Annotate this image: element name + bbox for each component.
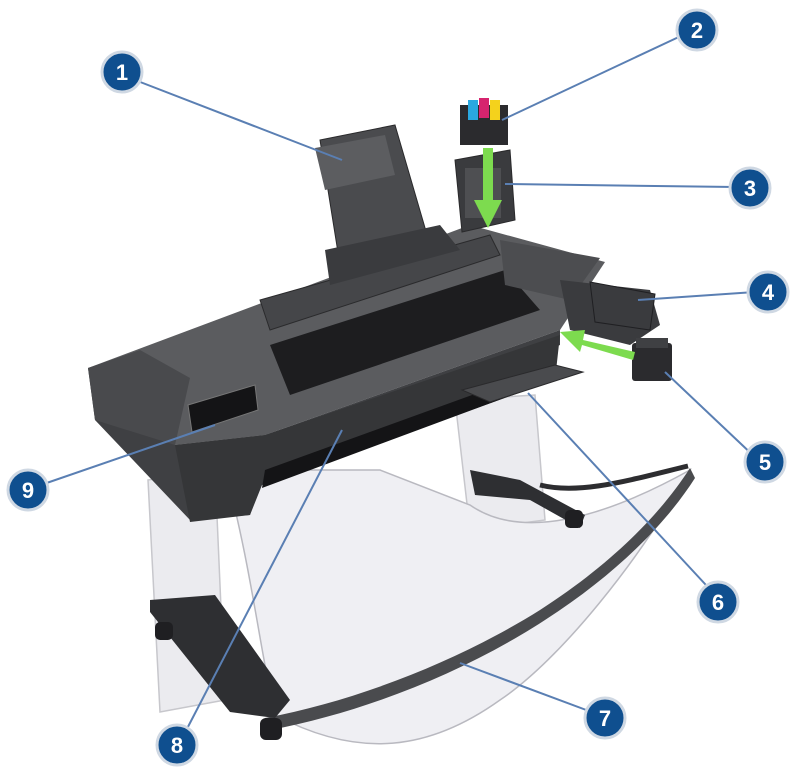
callout-2: 2 [675, 8, 719, 52]
callout-7-label: 7 [599, 706, 611, 731]
callout-4-label: 4 [762, 280, 775, 305]
leader-line-9 [34, 424, 216, 488]
callout-7: 7 [583, 696, 627, 740]
output-tray [460, 364, 585, 403]
ink-cartridge-cyan [468, 100, 478, 120]
callout-3-label: 3 [744, 176, 756, 201]
ink-cartridge-group [460, 98, 508, 145]
insertion-arrows [474, 148, 635, 360]
callout-4: 4 [746, 270, 790, 314]
leader-line-1 [134, 79, 343, 161]
output-tray-shelf [460, 364, 585, 403]
open-lid-area [270, 270, 540, 395]
printhead-top [636, 338, 668, 348]
input-tray-extension [315, 135, 395, 190]
leader-line-4 [637, 291, 756, 301]
callout-1: 1 [100, 50, 144, 94]
leader-line-2 [501, 34, 684, 121]
ink-insert-arrow [474, 148, 502, 228]
left-foot-wheel [260, 718, 282, 740]
leader-line-5 [664, 371, 759, 461]
basket-fabric [224, 468, 692, 745]
callout-9: 9 [6, 468, 50, 512]
printhead-door [589, 281, 656, 331]
callouts: 1 2 3 4 5 6 7 8 [6, 8, 790, 767]
basket-back-rod [539, 463, 689, 491]
callout-2-label: 2 [691, 18, 703, 43]
stand [147, 394, 695, 745]
right-foot-wheel [565, 510, 583, 528]
printhead-section [589, 281, 672, 381]
right-foot [470, 470, 585, 528]
printhead-insert-arrow [560, 330, 635, 360]
leader-lines [34, 34, 759, 749]
leader-line-6 [527, 392, 719, 599]
input-tray-base [325, 225, 460, 285]
left-foot [150, 595, 290, 718]
front-panel-screen [187, 384, 259, 433]
leader-line-8 [176, 429, 343, 749]
left-end-cap [88, 350, 190, 445]
callout-5: 5 [743, 440, 787, 484]
leader-line-7 [459, 662, 606, 718]
ink-cartridge-yellow [490, 100, 500, 120]
callout-8-label: 8 [171, 733, 183, 758]
input-tray [315, 124, 460, 285]
leader-line-3 [504, 183, 736, 188]
callout-3: 3 [728, 166, 772, 210]
callout-6: 6 [696, 580, 740, 624]
callout-8: 8 [155, 723, 199, 767]
callout-9-label: 9 [22, 478, 34, 503]
callout-6-label: 6 [712, 590, 724, 615]
ink-cartridge-magenta [479, 98, 489, 118]
callout-5-label: 5 [759, 450, 771, 475]
left-back-wheel [155, 622, 173, 640]
callout-1-label: 1 [116, 60, 128, 85]
printhead [632, 343, 672, 381]
